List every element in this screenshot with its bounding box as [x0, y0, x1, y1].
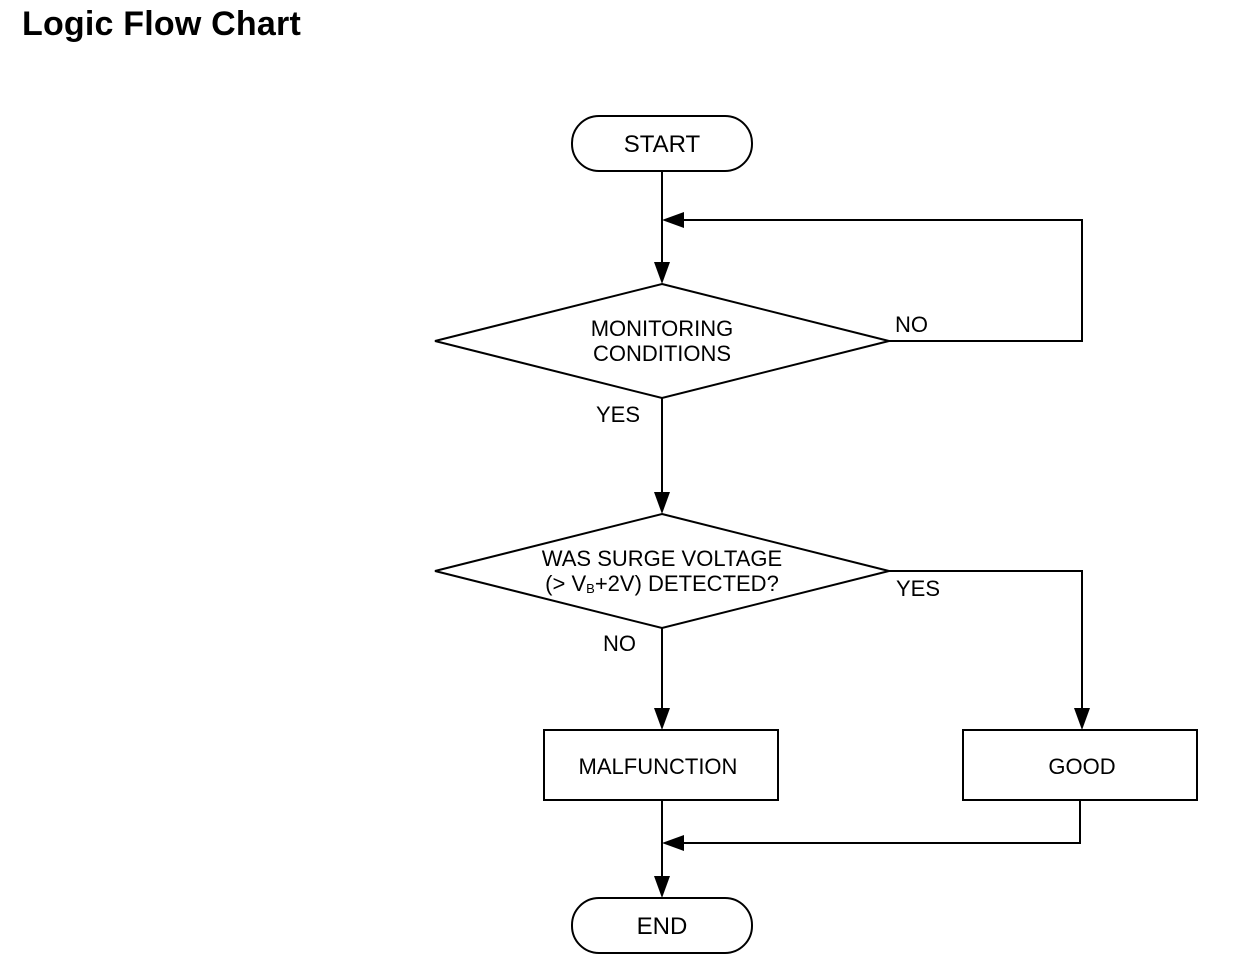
monitoring-conditions-decision: MONITORING CONDITIONS — [434, 282, 890, 400]
connector-good-to-merge — [682, 800, 1081, 844]
surge-voltage-decision: WAS SURGE VOLTAGE (> VB+2V) DETECTED? — [434, 512, 890, 630]
surge-label-suffix: +2V) DETECTED? — [595, 571, 779, 596]
good-label: GOOD — [1048, 754, 1115, 779]
surge-label-line2: (> VB+2V) DETECTED? — [545, 571, 779, 596]
start-label: START — [624, 131, 701, 158]
surge-label-line1: WAS SURGE VOLTAGE — [542, 546, 782, 571]
arrowhead-left-merge — [662, 835, 684, 851]
malfunction-node: MALFUNCTION — [543, 729, 779, 801]
start-node: START — [571, 115, 753, 172]
connector-surge-yes-to-good — [889, 570, 1083, 714]
good-box — [962, 729, 1198, 801]
monitoring-label-line2: CONDITIONS — [593, 341, 731, 366]
decision1-no-label: NO — [895, 312, 928, 337]
page-title: Logic Flow Chart — [22, 5, 301, 43]
decision2-yes-label: YES — [896, 576, 940, 601]
end-terminal-shape — [571, 897, 753, 954]
arrowhead-down-end — [654, 876, 670, 898]
surge-label-prefix: (> V — [545, 571, 586, 596]
connector-monitoring-no-loop — [682, 219, 1083, 342]
end-label: END — [637, 913, 688, 940]
arrowhead-left-loop — [662, 212, 684, 228]
arrowhead-down-monitoring — [654, 262, 670, 284]
good-node: GOOD — [962, 729, 1198, 801]
arrowhead-down-malfunction — [654, 708, 670, 730]
malfunction-label: MALFUNCTION — [579, 754, 738, 779]
arrowhead-down-good — [1074, 708, 1090, 730]
malfunction-box — [543, 729, 779, 801]
decision2-no-label: NO — [603, 631, 636, 656]
decision1-yes-label: YES — [596, 402, 640, 427]
monitoring-label-line1: MONITORING — [591, 316, 734, 341]
end-node: END — [571, 897, 753, 954]
surge-label-subscript: B — [586, 581, 595, 596]
arrowhead-down-surge — [654, 492, 670, 514]
